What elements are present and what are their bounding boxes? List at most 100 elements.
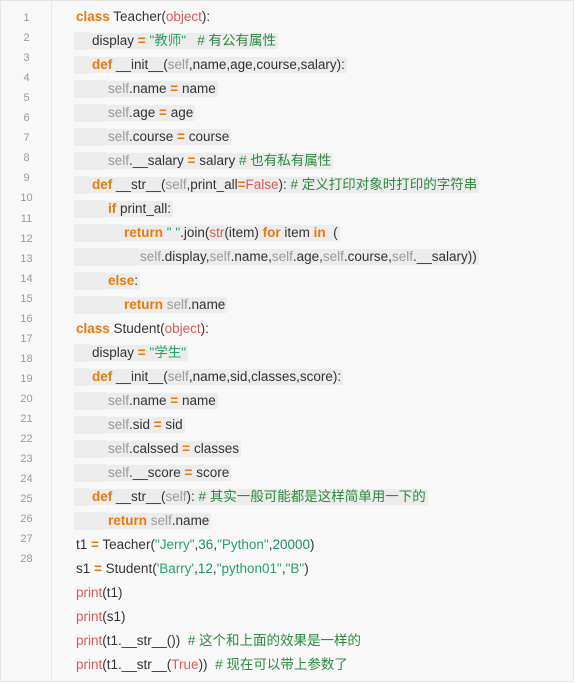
code-area[interactable]: class Teacher(object):display = "教师" # 有…	[52, 1, 573, 681]
code-line: display = "教师" # 有公有属性	[52, 29, 573, 53]
code-token: ):	[186, 488, 199, 504]
code-token: self	[140, 248, 162, 264]
code-token: self	[108, 152, 130, 168]
code-token: self	[322, 248, 344, 264]
code-token: 36	[198, 536, 214, 552]
indent-guide	[74, 80, 106, 99]
code-token: course	[184, 128, 230, 144]
code-token: display	[92, 344, 138, 360]
code-token: .calssed	[129, 440, 183, 456]
code-line: print(t1.__str__(True)) # 现在可以带上参数了	[52, 653, 573, 677]
code-token: __str__(	[112, 176, 166, 192]
code-line: def __init__(self,name,age,course,salary…	[52, 53, 573, 77]
code-token: class	[76, 8, 110, 24]
code-token: self	[165, 176, 187, 192]
code-token: =	[237, 176, 246, 192]
line-number: 2	[23, 32, 30, 45]
line-number: 13	[20, 252, 33, 265]
code-token: __str__(	[112, 488, 166, 504]
code-token: self	[167, 56, 189, 72]
code-token: )	[310, 536, 315, 552]
code-token: def	[92, 368, 113, 384]
code-token: ):	[278, 176, 291, 192]
code-token: =	[137, 344, 146, 360]
code-token: for	[262, 224, 281, 240]
code-token: def	[92, 488, 113, 504]
code-token: =	[187, 152, 196, 168]
code-token: self	[108, 440, 130, 456]
code-line: self.name = name	[52, 389, 573, 413]
indent-guide	[74, 104, 106, 123]
code-token: if	[108, 200, 117, 216]
line-number: 26	[20, 513, 33, 526]
line-number: 8	[23, 152, 30, 165]
code-token: :	[134, 272, 139, 288]
code-token: # 有公有属性	[197, 32, 277, 48]
code-token: return	[124, 224, 164, 240]
code-token: "Python"	[217, 536, 269, 552]
code-line: self.__score = score	[52, 461, 573, 485]
code-token: sid	[161, 416, 183, 432]
code-token: =	[153, 416, 162, 432]
code-line: print(s1)	[52, 605, 573, 629]
indent-guide	[74, 200, 106, 219]
code-token: ):	[200, 320, 209, 336]
code-token: .__salary	[129, 152, 188, 168]
code-token: 12	[197, 560, 213, 576]
code-token: item	[280, 224, 314, 240]
code-token: ,name,sid,classes,score):	[188, 368, 342, 384]
code-token: =	[170, 392, 179, 408]
code-token: ,	[213, 536, 218, 552]
indent-guide	[74, 248, 138, 267]
code-token: __init__(	[112, 368, 168, 384]
code-line: self.display,self.name,self.age,self.cou…	[52, 245, 573, 269]
code-token: # 定义打印对象时打印的字符串	[290, 176, 478, 192]
code-token: " "	[166, 224, 181, 240]
line-number: 18	[20, 352, 33, 365]
code-line: self.course = course	[52, 125, 573, 149]
code-token: # 其实一般可能都是这样简单用一下的	[198, 488, 426, 504]
code-token: # 现在可以带上参数了	[215, 656, 348, 672]
code-line: display = "学生"	[52, 341, 573, 365]
code-token: self	[165, 488, 187, 504]
code-token: =	[159, 104, 167, 120]
code-token: class	[76, 320, 110, 336]
code-token: t1	[76, 536, 92, 552]
line-number: 22	[20, 433, 33, 446]
indent-guide	[74, 392, 106, 411]
code-token: self	[271, 248, 293, 264]
indent-guide	[74, 296, 122, 315]
code-token: ,name,age,course,salary):	[188, 56, 345, 72]
code-line: return " ".join(str(item) for item in (	[52, 221, 573, 245]
code-token: (	[325, 224, 338, 240]
code-token: ,	[194, 536, 199, 552]
code-token: .age,	[292, 248, 323, 264]
code-line: print(t1)	[52, 581, 573, 605]
code-token: "学生"	[149, 344, 187, 360]
line-number: 16	[20, 312, 33, 325]
code-line: class Student(object):	[52, 317, 573, 341]
code-line: def __init__(self,name,sid,classes,score…	[52, 365, 573, 389]
indent-guide	[74, 368, 90, 387]
line-number: 15	[20, 292, 33, 305]
line-number: 10	[20, 192, 33, 205]
code-token: .name	[129, 392, 171, 408]
code-token: =	[170, 80, 179, 96]
line-number: 28	[20, 553, 33, 566]
code-token: (item)	[224, 224, 263, 240]
indent-guide	[74, 488, 90, 507]
code-token: print	[76, 632, 103, 648]
code-token: True	[171, 656, 199, 672]
indent-guide	[74, 512, 106, 531]
code-token: print_all:	[116, 200, 172, 216]
code-line: return self.name	[52, 293, 573, 317]
code-token	[186, 33, 197, 48]
code-token: ,	[281, 560, 286, 576]
code-token: .sid	[129, 416, 154, 432]
code-token: .__salary))	[412, 248, 477, 264]
line-number: 1	[23, 12, 30, 24]
code-token: ,print_all	[186, 176, 238, 192]
code-line: def __str__(self,print_all=False): # 定义打…	[52, 173, 573, 197]
code-token: self	[108, 392, 130, 408]
